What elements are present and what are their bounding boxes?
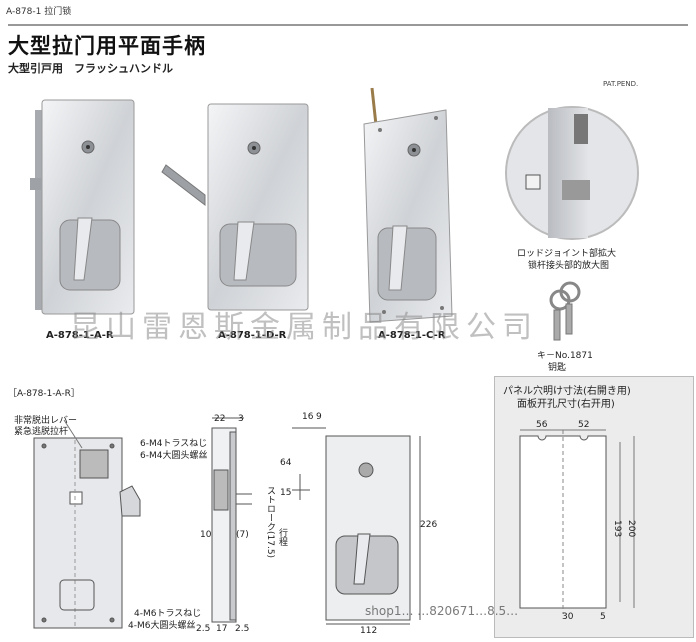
stroke-label-cn: 行程 [277,528,287,546]
dim-64: 64 [280,458,292,468]
key-image [549,281,581,341]
watermark-text: 昆山雷恩斯金属制品有限公司 [70,310,538,345]
dim-2-5b: 2.5 [235,624,250,634]
product-d-label: A-878-1-D-R [218,330,287,341]
dim-16: 16 [302,412,314,422]
screw-m6-label-cn: 4-M6大圆头螺丝 [128,621,196,631]
key-label-jp: キ－No.1871 [537,351,593,361]
key-label-cn: 钥匙 [548,363,567,373]
detail-caption-jp: ロッドジョイント部拡大 [517,249,617,259]
patent-pending-label: PAT.PEND. [603,80,639,88]
rod-joint-detail-image [505,106,639,240]
dim-22: 22 [214,414,226,424]
product-c-label: A-878-1-C-R [378,330,446,341]
product-d-image [161,103,309,311]
stroke-label-jp: ストローク(17.5) [265,486,275,559]
dim-2-5a: 2.5 [196,624,211,634]
drawing-section-title: ［A-878-1-A-R］ [8,389,80,399]
screw-m4-label-cn: 6-M4大圆头螺丝 [140,451,208,461]
dim-112: 112 [360,626,378,636]
screw-m4-label-jp: 6-M4トラスねじ [140,439,208,449]
dim-226: 226 [420,520,438,530]
panel-title-jp: パネル穴明け寸法(右開き用) [503,386,631,397]
lever-label-jp: 非常脱出レバー [14,416,78,426]
panel-dim-200: 200 [626,520,636,538]
product-a-image [30,99,135,315]
panel-title-cn: 面板开孔尺寸(右开用) [517,399,615,410]
title-divider [8,24,688,26]
dim-10: 10 [200,530,212,540]
dim-15: 15 [280,488,292,498]
panel-dim-193: 193 [612,520,622,538]
detail-caption-cn: 锁杆接头部的放大图 [528,261,610,271]
screw-m6-label-jp: 4-M6トラスねじ [134,609,202,619]
page-subtitle: 大型引戸用 フラッシュハンドル [8,62,173,75]
panel-dim-30: 30 [562,612,574,622]
product-code: A-878-1 拉门锁 [6,7,72,17]
panel-dim-5: 5 [600,612,606,622]
dim-17: 17 [216,624,228,634]
lever-label-cn: 紧急逃脱拉杆 [14,427,69,437]
product-c-image [363,87,453,323]
dim-3: 3 [238,414,244,424]
product-a-label: A-878-1-A-R [46,330,114,341]
dim-7: (7) [236,530,249,540]
panel-dim-52: 52 [578,420,590,430]
dim-9: 9 [316,412,322,422]
footer-watermark: shop1… …820671…8.5… [365,604,519,618]
page-title: 大型拉门用平面手柄 [8,34,206,58]
panel-dim-56: 56 [536,420,548,430]
